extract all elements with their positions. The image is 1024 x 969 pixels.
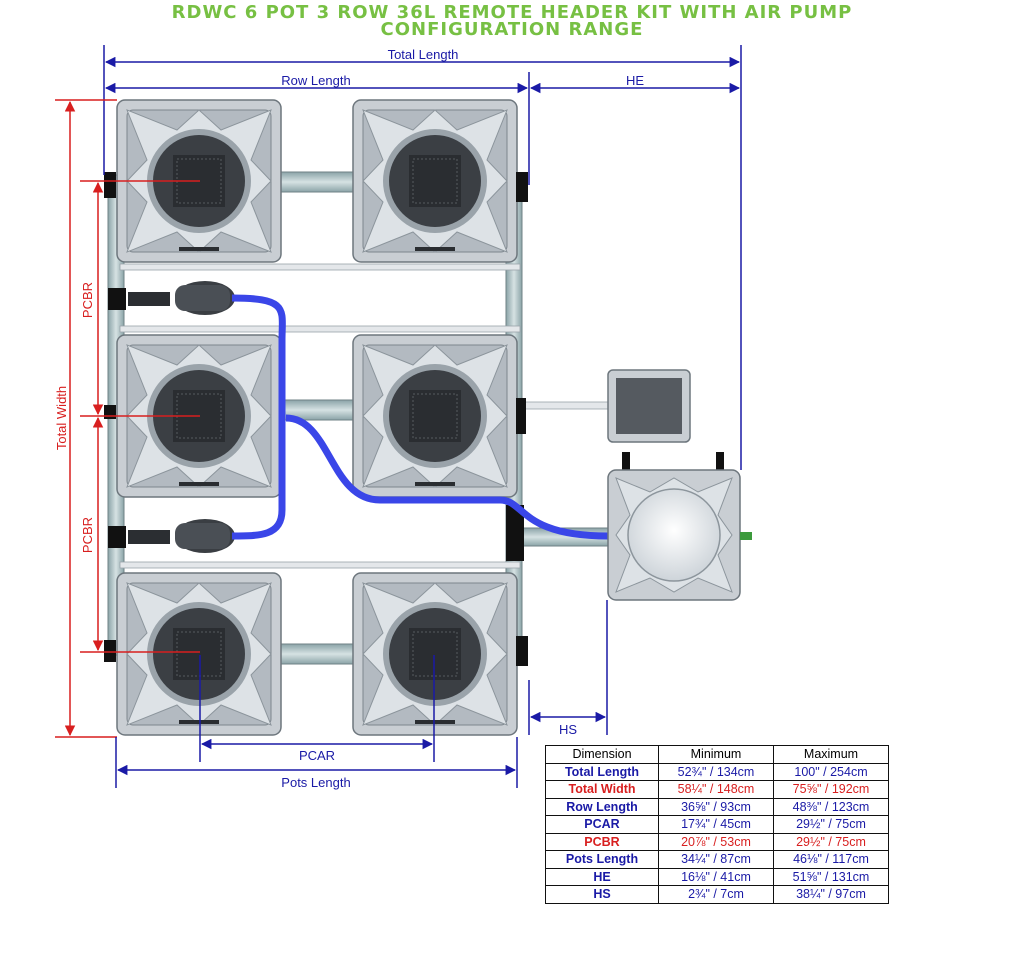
table-cell-name: HE <box>545 867 659 886</box>
table-cell-max: 38¼" / 97cm <box>773 885 889 904</box>
table-cell-min: 17¾" / 45cm <box>658 815 774 834</box>
table-cell-min: 20⅞" / 53cm <box>658 832 774 851</box>
table-cell-name: Total Width <box>545 780 659 799</box>
table-cell-name: PCBR <box>545 832 659 851</box>
table-cell-max: 100" / 254cm <box>773 762 889 781</box>
col-header-maximum: Maximum <box>773 745 889 764</box>
he-label: HE <box>626 73 644 88</box>
table-cell-name: PCAR <box>545 815 659 834</box>
table-cell-max: 51⅝" / 131cm <box>773 867 889 886</box>
pcbr-bottom-label: PCBR <box>80 517 95 553</box>
table-cell-min: 34¼" / 87cm <box>658 850 774 869</box>
table-header-row: Dimension Minimum Maximum <box>545 745 889 764</box>
pcbr-top-label: PCBR <box>80 282 95 318</box>
table-cell-min: 2¾" / 7cm <box>658 885 774 904</box>
table-cell-max: 75⅝" / 192cm <box>773 780 889 799</box>
pot-r1-c2 <box>352 99 518 263</box>
row-length-label: Row Length <box>281 73 350 88</box>
total-length-label: Total Length <box>388 47 459 62</box>
pot-r3-c2 <box>352 572 518 736</box>
table-cell-max: 29½" / 75cm <box>773 832 889 851</box>
page-title: RDWC 6 POT 3 ROW 36L REMOTE HEADER KIT W… <box>171 2 853 23</box>
table-cell-min: 16⅛" / 41cm <box>658 867 774 886</box>
table-cell-name: Total Length <box>545 762 659 781</box>
table-cell-max: 46⅛" / 117cm <box>773 850 889 869</box>
table-cell-min: 36⅝" / 93cm <box>658 797 774 816</box>
remote-header-tank <box>607 452 752 601</box>
pots-length-label: Pots Length <box>281 775 350 790</box>
table-cell-max: 29½" / 75cm <box>773 815 889 834</box>
table-cell-min: 52¾" / 134cm <box>658 762 774 781</box>
table-cell-name: Row Length <box>545 797 659 816</box>
pot-r3-c1 <box>116 572 282 736</box>
pot-r2-c2 <box>352 334 518 498</box>
table-cell-name: HS <box>545 885 659 904</box>
pump-lower <box>108 519 235 553</box>
table-cell-max: 48⅜" / 123cm <box>773 797 889 816</box>
col-header-minimum: Minimum <box>658 745 774 764</box>
col-header-dimension: Dimension <box>545 745 659 764</box>
page-subtitle: CONFIGURATION RANGE <box>380 19 644 40</box>
table-cell-min: 58¼" / 148cm <box>658 780 774 799</box>
pump-upper <box>108 281 235 315</box>
total-width-label: Total Width <box>54 386 69 450</box>
hs-label: HS <box>559 722 577 737</box>
pcar-label: PCAR <box>299 748 335 763</box>
table-cell-name: Pots Length <box>545 850 659 869</box>
